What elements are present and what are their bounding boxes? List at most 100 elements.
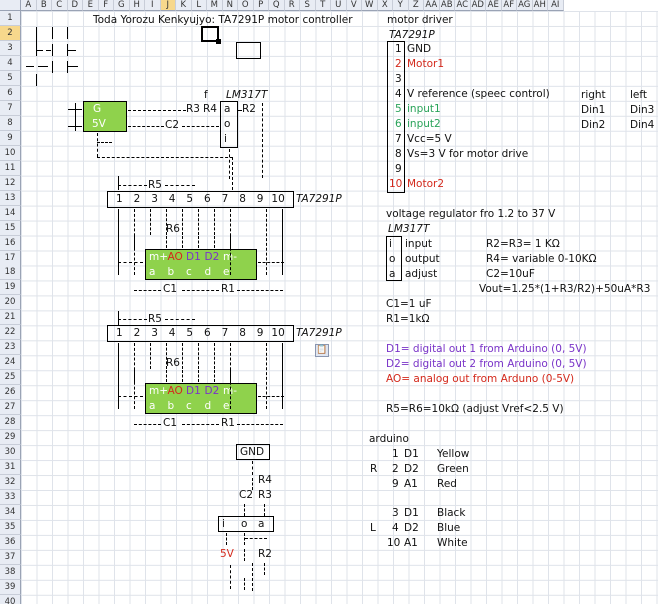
row-header[interactable]: 8 <box>0 115 21 131</box>
wire <box>237 424 283 425</box>
column-header[interactable]: B <box>36 0 52 11</box>
row-header[interactable]: 10 <box>0 145 21 161</box>
column-header[interactable]: Q <box>269 0 285 11</box>
row-header[interactable]: 12 <box>0 175 21 191</box>
column-header[interactable]: AD <box>470 0 486 11</box>
column-header[interactable]: AE <box>486 0 502 11</box>
row-header[interactable]: 6 <box>0 85 21 101</box>
row-header[interactable]: 31 <box>0 460 21 476</box>
column-header[interactable]: U <box>331 0 347 11</box>
column-header[interactable]: W <box>362 0 378 11</box>
column-header[interactable]: G <box>114 0 130 11</box>
row-header[interactable]: 20 <box>0 295 21 311</box>
row-header[interactable]: 4 <box>0 55 21 71</box>
column-header[interactable]: P <box>253 0 269 11</box>
column-header[interactable]: AG <box>517 0 533 11</box>
column-header[interactable]: N <box>222 0 238 11</box>
clipboard-icon[interactable]: 📋 <box>315 344 329 357</box>
column-header[interactable]: AI <box>548 0 564 11</box>
column-header[interactable]: I <box>145 0 161 11</box>
row-header[interactable]: 36 <box>0 534 21 550</box>
regulator-heading: voltage regulator fro 1.2 to 37 V <box>386 208 556 220</box>
row-header[interactable]: 33 <box>0 490 21 506</box>
row-header[interactable]: 35 <box>0 519 21 535</box>
gnd-box <box>236 444 270 460</box>
column-header[interactable]: AA <box>424 0 440 11</box>
row-header[interactable]: 11 <box>0 160 21 176</box>
row-header[interactable]: 3 <box>0 40 21 56</box>
active-cell-J2[interactable] <box>201 26 221 44</box>
row-header[interactable]: 29 <box>0 430 21 446</box>
chip1-io-bottom-4: e <box>223 266 230 278</box>
row-header[interactable]: 40 <box>0 594 21 604</box>
row-header[interactable]: 2 <box>0 25 21 41</box>
din2: Din2 <box>581 119 606 131</box>
column-header[interactable]: T <box>315 0 331 11</box>
row-header[interactable]: 37 <box>0 549 21 565</box>
bottom-a: a <box>258 518 265 530</box>
bottom-C2: C2 <box>239 489 254 501</box>
wire <box>252 461 253 475</box>
row-header[interactable]: 5 <box>0 70 21 86</box>
chip2-io-bottom-4: e <box>223 400 230 412</box>
column-header[interactable]: A <box>21 0 37 11</box>
column-header[interactable]: D <box>67 0 83 11</box>
row-header[interactable]: 1 <box>0 11 21 26</box>
motor-driver-pin-num: 2 <box>395 57 402 70</box>
legend-line <box>67 44 68 56</box>
row-header[interactable]: 32 <box>0 475 21 491</box>
row-header[interactable]: 16 <box>0 235 21 251</box>
column-header[interactable]: R <box>284 0 300 11</box>
column-header[interactable]: AF <box>501 0 517 11</box>
row-header[interactable]: 15 <box>0 220 21 236</box>
row-header[interactable]: 21 <box>0 310 21 326</box>
row-header[interactable]: 39 <box>0 579 21 595</box>
row-header[interactable]: 23 <box>0 340 21 356</box>
column-header[interactable]: AC <box>455 0 471 11</box>
row-header[interactable]: 9 <box>0 130 21 146</box>
row-header[interactable]: 7 <box>0 100 21 116</box>
column-header[interactable]: K <box>176 0 192 11</box>
wire <box>282 209 283 275</box>
row-header[interactable]: 19 <box>0 280 21 296</box>
row-header[interactable]: 25 <box>0 370 21 386</box>
column-header[interactable]: M <box>207 0 223 11</box>
wire <box>166 343 167 369</box>
wire <box>118 343 119 409</box>
select-all-corner[interactable] <box>0 0 21 11</box>
row-header[interactable]: 14 <box>0 205 21 221</box>
cell-grid[interactable] <box>21 11 658 604</box>
row-header[interactable]: 13 <box>0 190 21 206</box>
row-header[interactable]: 22 <box>0 325 21 341</box>
column-header[interactable]: H <box>129 0 145 11</box>
row-header[interactable]: 38 <box>0 564 21 580</box>
wire <box>244 549 245 561</box>
row-header[interactable]: 26 <box>0 385 21 401</box>
bottom-i: i <box>222 518 225 530</box>
wire <box>134 290 161 291</box>
row-header[interactable]: 28 <box>0 415 21 431</box>
column-header[interactable]: J <box>160 0 176 11</box>
column-header[interactable]: S <box>300 0 316 11</box>
row-header[interactable]: 30 <box>0 445 21 461</box>
column-header[interactable]: L <box>191 0 207 11</box>
arduino-color: Green <box>437 463 469 475</box>
row-header[interactable]: 24 <box>0 355 21 371</box>
motor-driver-pin-label: GND <box>407 43 432 55</box>
column-header[interactable]: AH <box>532 0 548 11</box>
row-header[interactable]: 18 <box>0 265 21 281</box>
row-header[interactable]: 17 <box>0 250 21 266</box>
column-header[interactable]: AB <box>439 0 455 11</box>
column-header[interactable]: V <box>346 0 362 11</box>
chip2-pin-8: 8 <box>239 327 246 339</box>
column-header[interactable]: F <box>98 0 114 11</box>
column-header[interactable]: X <box>377 0 393 11</box>
column-header[interactable]: Z <box>408 0 424 11</box>
column-header[interactable]: E <box>83 0 99 11</box>
column-header[interactable]: Y <box>393 0 409 11</box>
column-header[interactable]: O <box>238 0 254 11</box>
column-header[interactable]: C <box>52 0 68 11</box>
row-header[interactable]: 34 <box>0 505 21 520</box>
row-header[interactable]: 27 <box>0 400 21 416</box>
